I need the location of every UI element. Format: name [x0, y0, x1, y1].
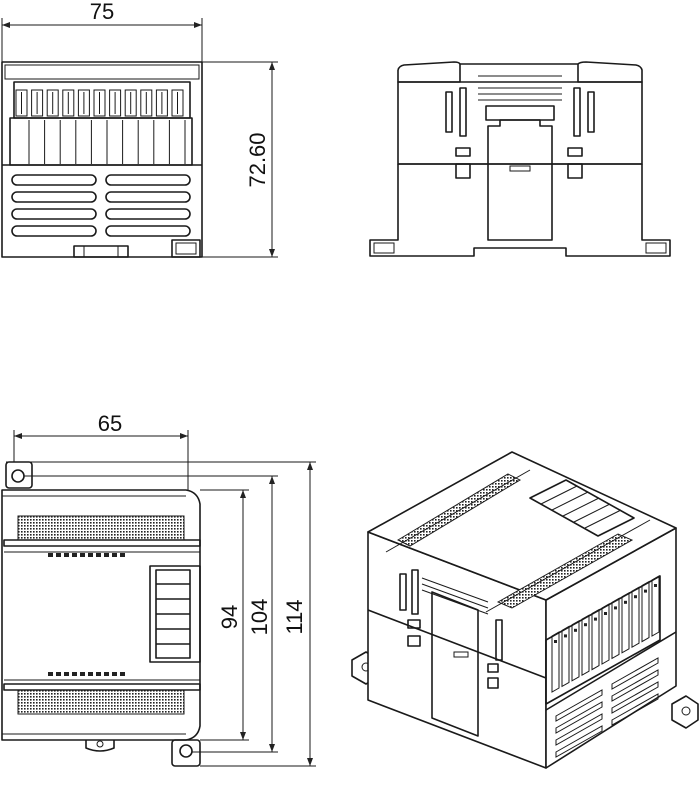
- dimension-94: 94: [200, 489, 249, 741]
- dimension-104: 104: [24, 475, 278, 753]
- top-vent-mesh: [17, 515, 185, 541]
- dimension-width-65: 65: [13, 411, 189, 490]
- dimension-label-75: 75: [90, 0, 114, 24]
- dimension-114: 114: [6, 461, 316, 767]
- vent-slots: [11, 174, 191, 237]
- dimension-label-114: 114: [282, 599, 307, 634]
- bottom-vent-mesh: [17, 689, 185, 715]
- iso-top-mesh-2: [496, 533, 634, 609]
- dimension-label-65: 65: [98, 411, 122, 436]
- side-view: [369, 61, 671, 257]
- dimension-label-72-60: 72.60: [245, 132, 270, 187]
- iso-top-face: [367, 451, 677, 601]
- front-view: 75 72.60: [1, 0, 278, 258]
- terminal-block: [9, 81, 193, 166]
- dimension-label-94: 94: [217, 605, 242, 629]
- dimension-width-75: 75: [1, 0, 203, 62]
- side-connector: [149, 565, 201, 663]
- top-view: 65 94 104 114: [1, 411, 316, 767]
- dimension-label-104: 104: [247, 599, 272, 636]
- isometric-view: [351, 451, 699, 769]
- dimension-height-72-60: 72.60: [202, 61, 278, 258]
